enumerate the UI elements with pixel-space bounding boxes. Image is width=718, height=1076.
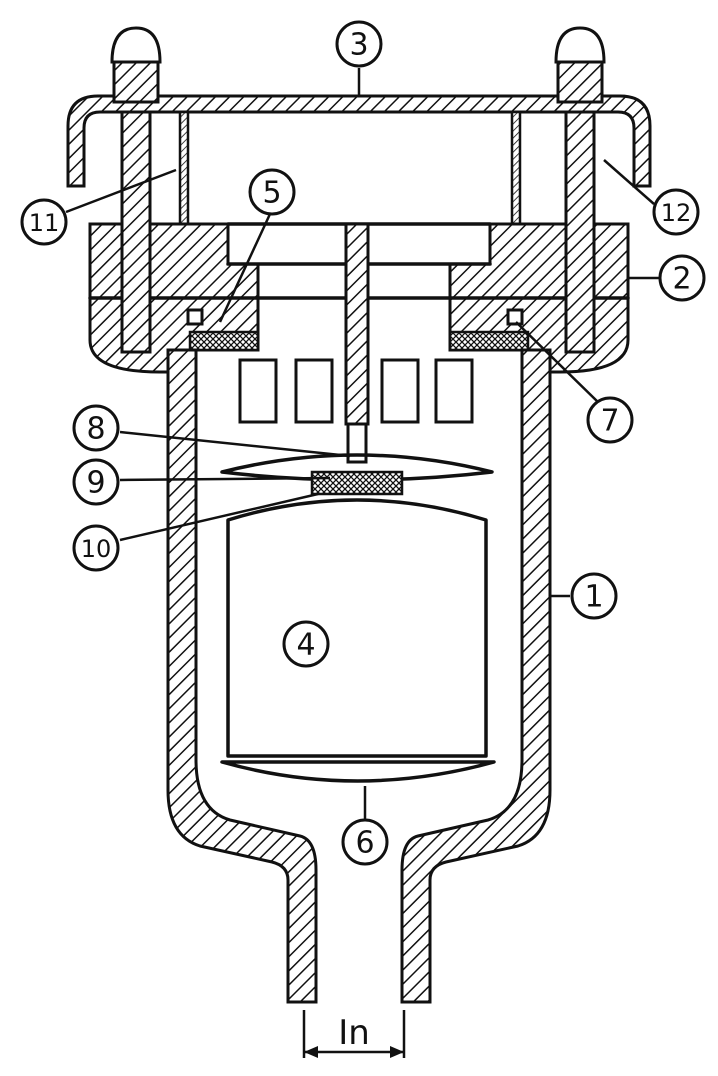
leader-lines [65,68,660,820]
callout-7: 7 [586,396,634,444]
inlet-dimension: In [302,1010,406,1058]
housing-bowl [166,348,552,1004]
callout-4-label: 4 [296,628,315,663]
bolt-right [554,26,606,354]
callout-11: 11 [20,198,68,246]
callout-2-label: 2 [672,262,691,297]
callout-5-label: 5 [262,176,281,211]
inlet-label: In [338,1013,370,1053]
center-rod [344,222,370,464]
callout-9-label: 9 [86,466,105,501]
callout-8: 8 [72,404,120,452]
callout-6-label: 6 [355,826,374,861]
mesh-screen [178,110,522,226]
filter-element [220,498,496,783]
vent-slots [238,358,474,424]
callout-1-label: 1 [584,580,603,615]
callout-1: 1 [570,572,618,620]
top-cover [66,94,652,188]
callout-4: 4 [282,620,330,668]
callout-2: 2 [658,254,706,302]
seal-ring [186,308,530,352]
callout-10-label: 10 [81,535,112,563]
callout-12-label: 12 [661,199,692,227]
callout-3-label: 3 [349,28,368,63]
callout-3: 3 [335,20,383,68]
bolt-left [110,26,162,354]
callout-11-label: 11 [29,209,60,237]
callout-9: 9 [72,458,120,506]
callout-10: 10 [72,524,120,572]
callout-12: 12 [652,188,700,236]
callout-8-label: 8 [86,412,105,447]
callout-7-label: 7 [600,404,619,439]
callout-6: 6 [341,818,389,866]
callout-5: 5 [248,168,296,216]
